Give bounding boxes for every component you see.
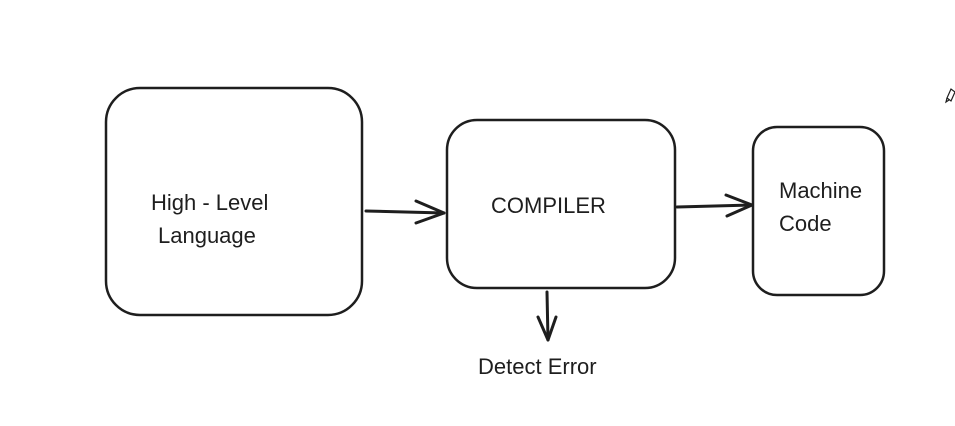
edge-compiler-to-detect-error xyxy=(536,290,558,342)
edge-hll-to-compiler-line xyxy=(364,209,446,215)
edge-compiler-to-detect-error-head xyxy=(536,315,558,342)
node-machine-code-label-line2: Code xyxy=(779,211,832,236)
edge-compiler-to-machine-code-line xyxy=(675,203,754,209)
edge-compiler-to-machine-code xyxy=(675,193,754,218)
pen-cursor-icon xyxy=(945,88,955,104)
node-compiler-box xyxy=(445,118,677,290)
node-compiler-label: COMPILER xyxy=(491,193,606,218)
node-machine-code-box xyxy=(751,125,886,297)
node-compiler[interactable]: COMPILER xyxy=(445,118,677,290)
edge-hll-to-compiler-head xyxy=(414,199,446,225)
node-high-level-language-box xyxy=(104,86,364,317)
node-detect-error-label: Detect Error xyxy=(478,354,597,379)
edge-hll-to-compiler xyxy=(364,199,446,225)
node-high-level-language[interactable]: High - Level Language xyxy=(104,86,364,317)
node-high-level-language-label-line1: High - Level xyxy=(151,190,268,215)
node-high-level-language-label-line2: Language xyxy=(158,223,256,248)
node-machine-code-label-line1: Machine xyxy=(779,178,862,203)
node-machine-code[interactable]: Machine Code xyxy=(751,125,886,297)
edge-compiler-to-detect-error-line xyxy=(545,290,550,342)
